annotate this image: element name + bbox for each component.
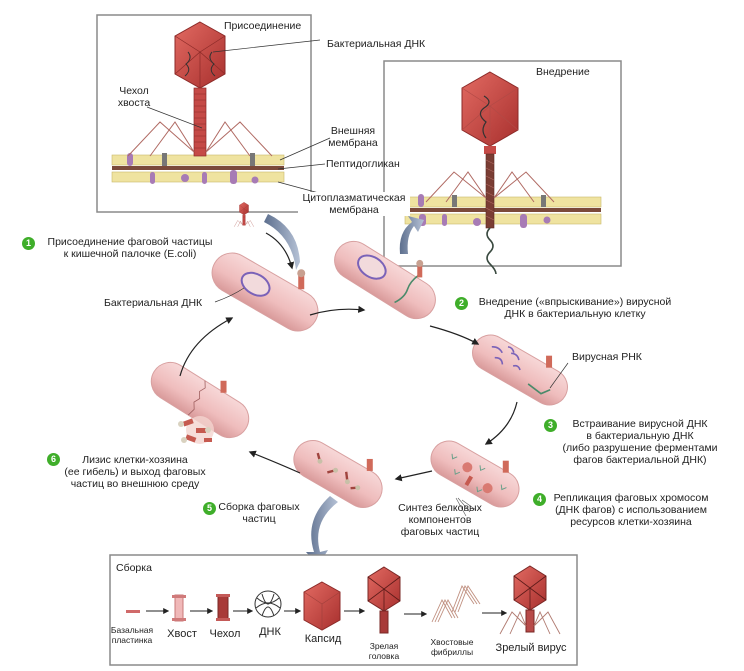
injection-panel [383, 60, 622, 275]
cytoplasmic-membrane-label: Цитоплазматическая мембрана [298, 192, 410, 216]
rna-leader [549, 362, 569, 389]
attachment-panel-title: Присоединение [224, 20, 302, 32]
bacterium-attachment [211, 252, 319, 332]
released-phages [178, 416, 214, 444]
assembly-item-tail-fibers: Хвостовые фибриллы [430, 637, 474, 657]
bacterium-assembly [293, 440, 383, 508]
bacterium-viral-rna [472, 334, 568, 406]
step-number-badge: 6 [47, 453, 60, 466]
assembly-arrow-icon [306, 496, 338, 566]
tail-sheath-label: Чехол хвоста [117, 85, 151, 109]
step-description: Лизис клетки-хозяина (ее гибель) и выход… [64, 454, 206, 490]
bacterium-lysis [150, 361, 250, 439]
assembly-item-base-plate: Базальная пластинка [110, 625, 154, 645]
bacterial-dna-label: Бактериальная ДНК [327, 38, 426, 50]
assembly-item-mature-head: Зрелая головка [368, 641, 400, 661]
peptidoglycan-label: Пептидогликан [326, 158, 400, 170]
assembly-panel-title: Сборка [116, 562, 152, 574]
transition-arrow-icon [399, 216, 424, 254]
dna-leader [214, 287, 245, 303]
transition-arrow-icon [264, 214, 300, 270]
injection-panel-title: Внедрение [536, 66, 590, 78]
assembly-item-tail: Хвост [167, 628, 197, 640]
cycle-bacterial-dna-label: Бактериальная ДНК [104, 297, 203, 309]
attachment-panel [96, 14, 331, 213]
step-description: Репликация фаговых хромосом (ДНК фагов) … [553, 492, 709, 528]
step-description: Присоединение фаговой частицы к кишечной… [47, 236, 213, 260]
assembly-item-mature-virus: Зрелый вирус [495, 642, 567, 654]
bacterium-injection [334, 240, 436, 320]
step-number-badge: 2 [455, 297, 468, 310]
assembly-item-capsid: Капсид [304, 633, 342, 645]
bacterium-replication [430, 440, 520, 508]
step-description: Сборка фаговых частиц [218, 501, 300, 525]
assembly-panel-graphic [109, 554, 578, 666]
step-description: Встраивание вирусной ДНК в бактериальную… [562, 418, 718, 466]
step-description: Внедрение («впрыскивание») вирусной ДНК … [478, 296, 672, 320]
assembly-item-dna: ДНК [259, 626, 281, 638]
protein-synthesis-label: Синтез белковых компонентов фаговых част… [398, 502, 482, 538]
step-number-badge: 4 [533, 493, 546, 506]
outer-membrane-label: Внешняя мембрана [328, 125, 378, 149]
cycle-arrows [179, 232, 518, 482]
step-number-badge: 5 [203, 502, 216, 515]
assembly-item-sheath: Чехол [209, 628, 241, 640]
synthesis-leader [455, 497, 477, 517]
step-number-badge: 3 [544, 419, 557, 432]
viral-rna-label: Вирусная РНК [572, 351, 642, 363]
step-number-badge: 1 [22, 237, 35, 250]
